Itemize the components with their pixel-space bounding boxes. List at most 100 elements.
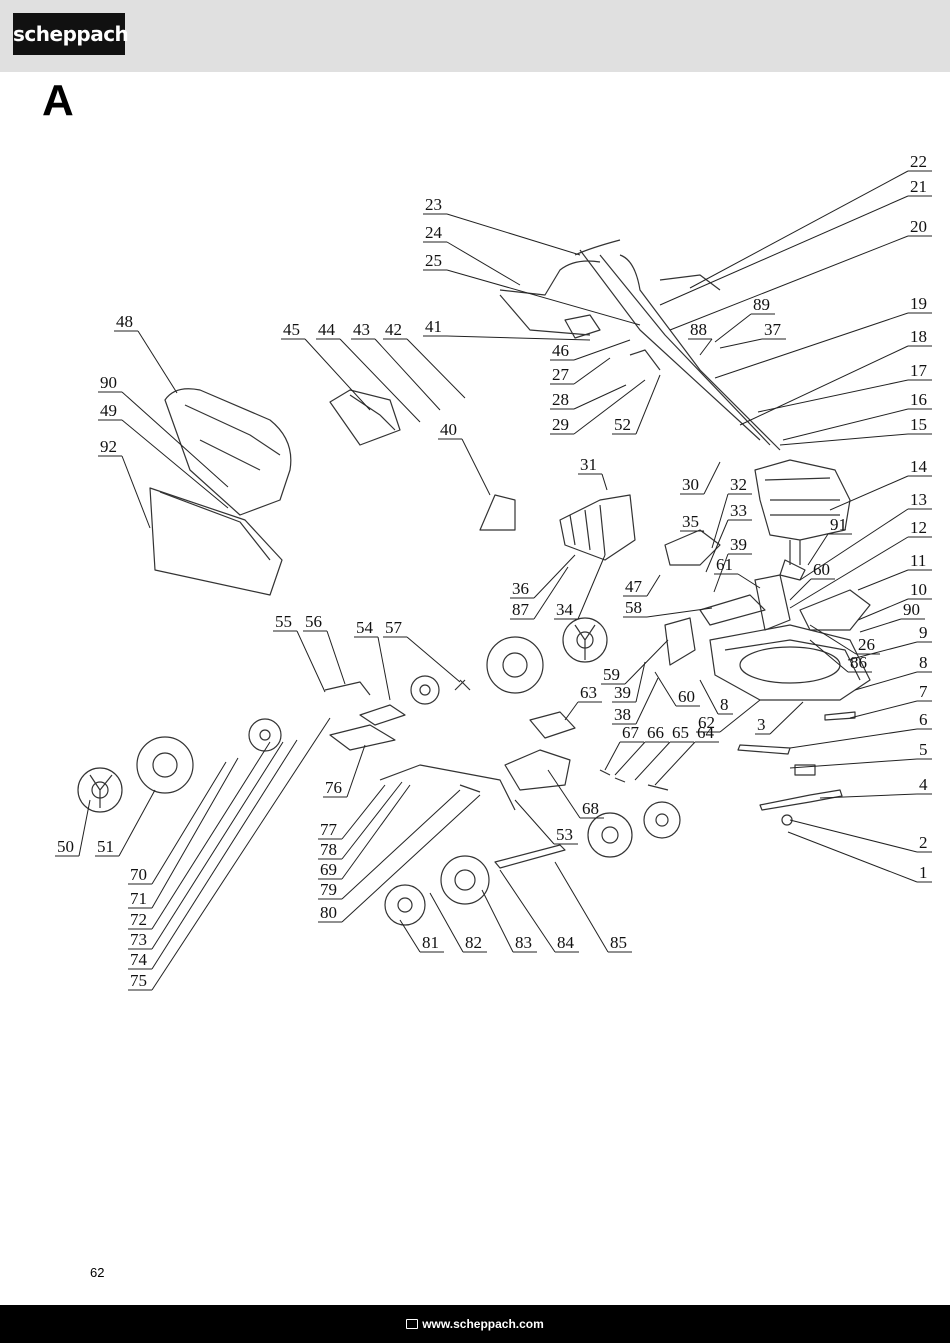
- callout-number: 62: [698, 713, 715, 732]
- callout-leader: [604, 741, 621, 771]
- callout-number: 51: [97, 837, 114, 856]
- callout-number: 29: [552, 415, 569, 434]
- callout-number: 83: [515, 933, 532, 952]
- callout-number: 38: [614, 705, 631, 724]
- callout-number: 3: [757, 715, 766, 734]
- callout-number: 25: [425, 251, 442, 270]
- callout-leader: [669, 235, 909, 331]
- callout-leader: [819, 793, 918, 799]
- callout-leader: [847, 641, 918, 661]
- callout-number: 18: [910, 327, 927, 346]
- callout-leader: [573, 357, 611, 385]
- callout-number: 57: [385, 618, 403, 637]
- callout-number: 28: [552, 390, 569, 409]
- callout-number: 53: [556, 825, 573, 844]
- callout-leader: [121, 391, 229, 488]
- rear-wheels: [486, 617, 681, 858]
- callout-number: 46: [552, 341, 569, 360]
- callout-leader: [789, 758, 918, 769]
- callout-number: 14: [910, 457, 928, 476]
- callout-number: 84: [557, 933, 575, 952]
- callout-leader: [699, 679, 719, 715]
- callout-number: 44: [318, 320, 336, 339]
- callout-leader: [304, 338, 371, 411]
- callout-number: 31: [580, 455, 597, 474]
- callout-number: 12: [910, 518, 927, 537]
- callout-number: 32: [730, 475, 747, 494]
- callout-leader: [499, 869, 556, 953]
- callout-leader: [635, 661, 646, 703]
- callout-leader: [429, 892, 464, 953]
- callout-labels: 1234567889101112131415161718192021222324…: [57, 152, 928, 990]
- callout-leader: [857, 598, 909, 621]
- callout-number: 49: [100, 401, 117, 420]
- callout-number: 60: [813, 560, 830, 579]
- callout-number: 79: [320, 880, 337, 899]
- callout-number: 7: [919, 682, 928, 701]
- callout-number: 54: [356, 618, 374, 637]
- callout-lines: [55, 170, 932, 991]
- callout-number: 48: [116, 312, 133, 331]
- callout-leader: [151, 739, 298, 970]
- callout-number: 89: [753, 295, 770, 314]
- callout-number: 37: [764, 320, 782, 339]
- callout-leader: [446, 335, 591, 341]
- callout-number: 17: [910, 361, 928, 380]
- callout-leader: [711, 493, 729, 549]
- callout-leader: [533, 554, 576, 599]
- callout-number: 90: [903, 600, 920, 619]
- section-label: A: [42, 76, 74, 125]
- callout-number: 74: [130, 950, 148, 969]
- callout-number: 6: [919, 710, 928, 729]
- callout-number: 70: [130, 865, 147, 884]
- grass-catcher: [149, 388, 292, 596]
- callout-leader: [757, 379, 909, 413]
- callout-leader: [339, 338, 421, 423]
- callout-leader: [713, 553, 729, 593]
- callout-number: 81: [422, 933, 439, 952]
- callout-number: 8: [720, 695, 729, 714]
- rear-flap: [559, 494, 721, 566]
- callout-leader: [807, 533, 829, 566]
- callout-leader: [151, 757, 239, 909]
- callout-leader: [341, 784, 411, 880]
- callout-number: 33: [730, 501, 747, 520]
- callout-leader: [789, 536, 909, 609]
- callout-leader: [854, 671, 918, 691]
- drive-components: [248, 617, 696, 869]
- callout-number: 67: [622, 723, 640, 742]
- callout-number: 27: [552, 365, 570, 384]
- engine: [754, 459, 851, 565]
- callout-number: 64: [697, 723, 715, 742]
- callout-leader: [809, 624, 857, 655]
- callout-number: 26: [858, 635, 875, 654]
- callout-number: 21: [910, 177, 927, 196]
- callout-leader: [573, 339, 631, 361]
- callout-number: 24: [425, 223, 443, 242]
- callout-number: 60: [678, 687, 695, 706]
- callout-leader: [564, 701, 579, 721]
- callout-leader: [714, 313, 752, 343]
- callout-leader: [121, 419, 229, 509]
- callout-leader: [151, 741, 271, 930]
- callout-leader: [573, 384, 627, 410]
- callout-number: 42: [385, 320, 402, 339]
- callout-leader: [374, 338, 441, 411]
- callout-number: 19: [910, 294, 927, 313]
- callout-leader: [624, 639, 669, 685]
- callout-number: 4: [919, 775, 928, 794]
- page-header: scheppach: [0, 0, 950, 72]
- callout-number: 13: [910, 490, 927, 509]
- callout-leader: [533, 566, 569, 620]
- callout-number: 85: [610, 933, 627, 952]
- callout-leader: [547, 769, 581, 819]
- callout-number: 69: [320, 860, 337, 879]
- callout-number: 39: [730, 535, 747, 554]
- callout-number: 56: [305, 612, 322, 631]
- callout-leader: [654, 741, 696, 786]
- callout-number: 35: [682, 512, 699, 531]
- callout-number: 86: [850, 653, 867, 672]
- callout-number: 66: [647, 723, 664, 742]
- website-link[interactable]: www.scheppach.com: [422, 1317, 544, 1331]
